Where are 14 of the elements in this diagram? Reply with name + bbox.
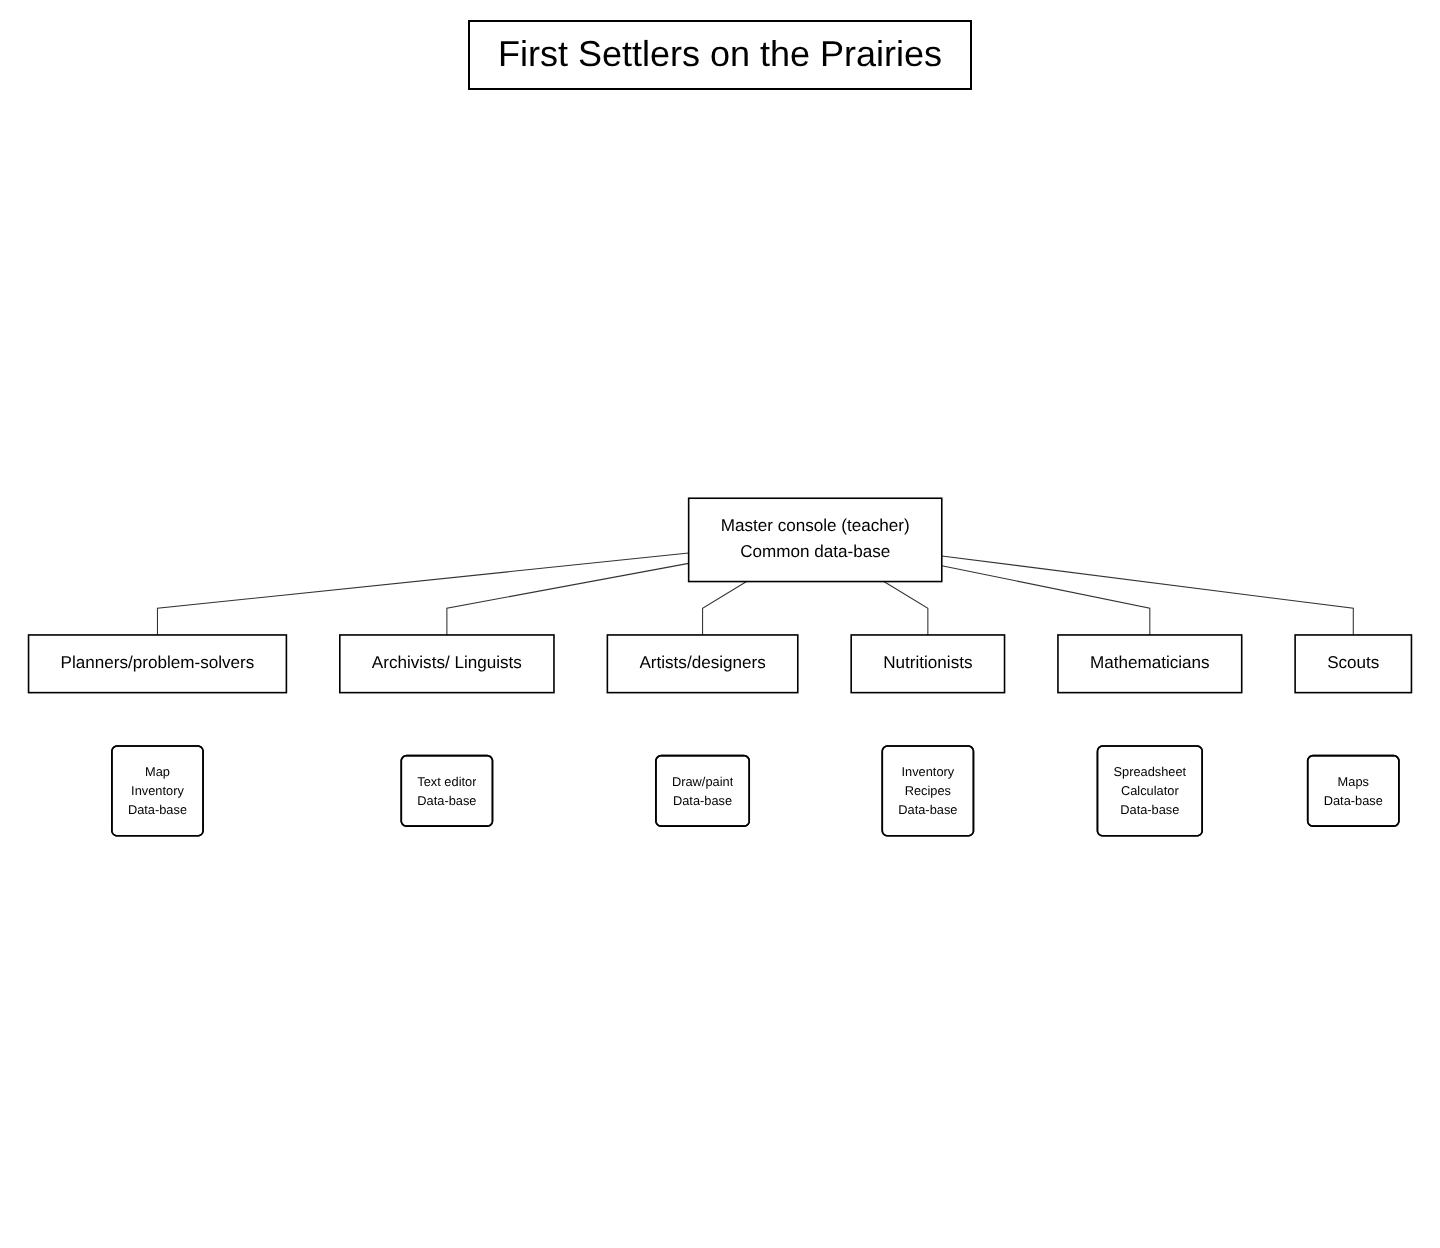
connector <box>883 581 929 636</box>
connector <box>446 562 690 636</box>
node-box: Mathematicians <box>1057 634 1243 694</box>
connector <box>941 565 1151 636</box>
node-box: Planners/problem-solvers <box>27 634 288 694</box>
title: First Settlers on the Prairies <box>467 20 973 90</box>
connector <box>702 581 748 636</box>
node-box: Nutritionists <box>850 634 1006 694</box>
node-box: Archivists/ Linguists <box>339 634 555 694</box>
node-box: Scouts <box>1294 634 1413 694</box>
node-box: Master console (teacher) Common data-base <box>687 497 943 583</box>
connector <box>156 552 690 636</box>
connector <box>941 555 1354 636</box>
node-box: Artists/designers <box>606 634 799 694</box>
